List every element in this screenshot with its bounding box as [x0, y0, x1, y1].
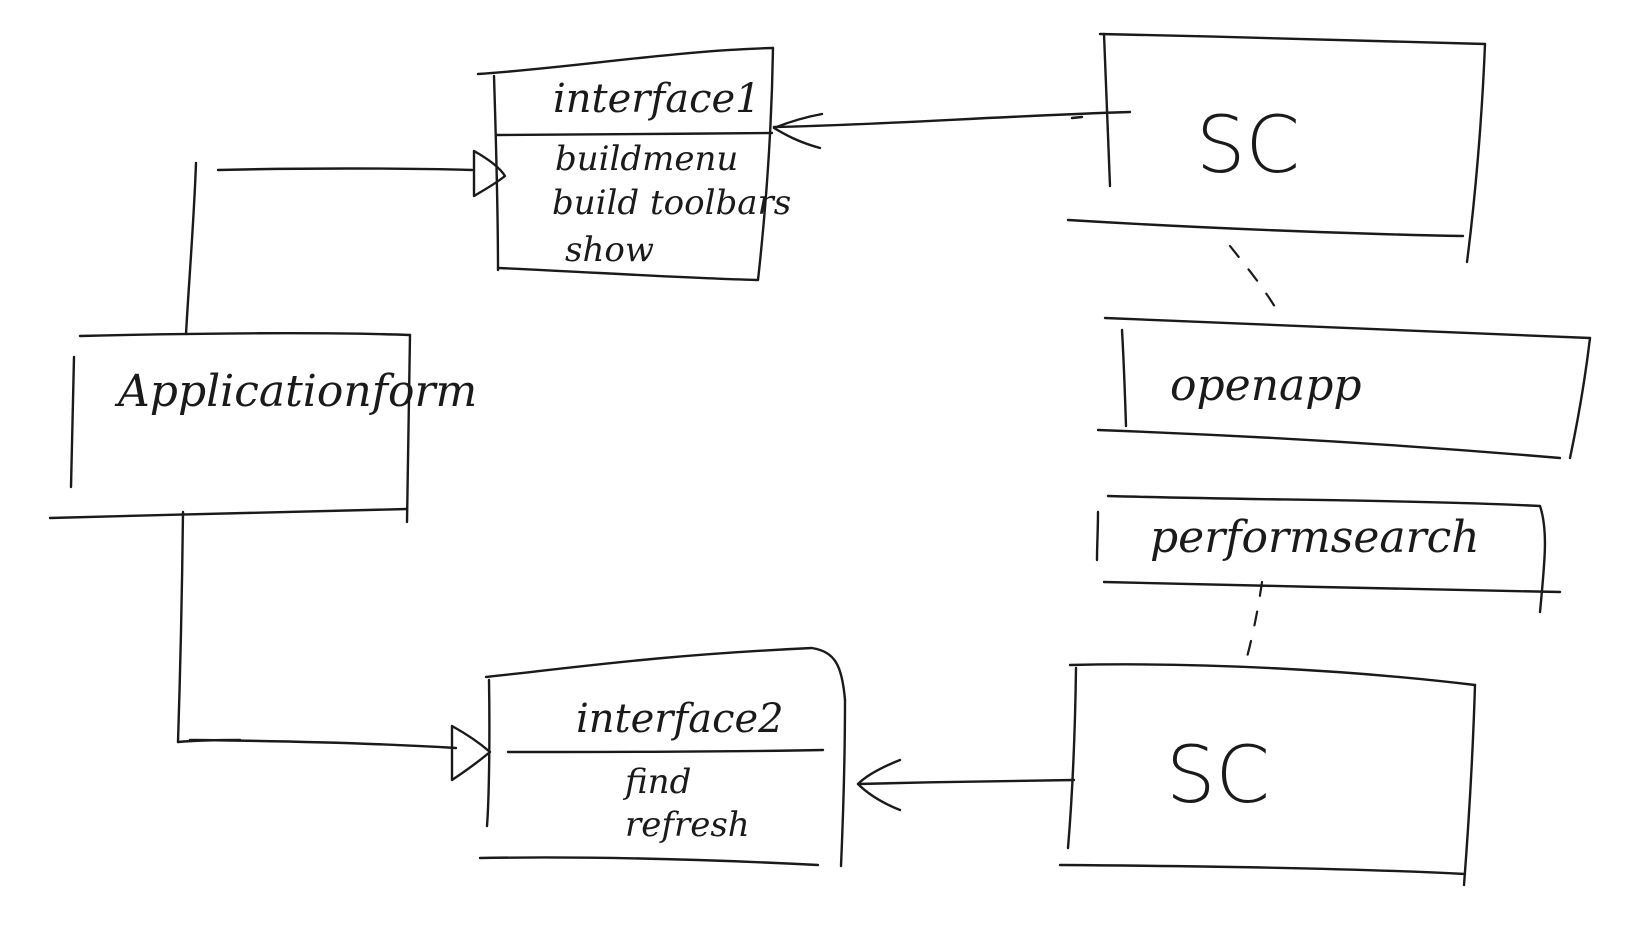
interface1-member-show: show — [565, 230, 654, 270]
sc-bottom-box[interactable]: SC — [1058, 663, 1477, 887]
sc-bottom-label: SC — [1166, 731, 1270, 821]
association-sc-bottom-interface2 — [856, 758, 1076, 812]
openapp-box[interactable]: openapp — [1096, 316, 1592, 460]
dependency-sc-top-openapp — [1228, 244, 1280, 314]
association-interface1-sc-top — [772, 110, 1132, 150]
applicationform-label: Applicationform — [114, 366, 477, 417]
interface1-member-buildtoolbars: build toolbars — [552, 183, 791, 223]
interface1-title: interface1 — [553, 76, 761, 122]
performsearch-label: performsearch — [1150, 512, 1480, 563]
sc-top-box[interactable]: SC — [1066, 32, 1487, 264]
interface1-member-buildmenu: buildmenu — [555, 139, 738, 179]
interface2-box[interactable]: interface2 find refresh — [478, 646, 847, 868]
openapp-label: openapp — [1170, 360, 1362, 411]
sc-top-label: SC — [1196, 101, 1300, 191]
interface2-member-find: find — [622, 762, 691, 802]
interface2-member-refresh: refresh — [625, 805, 750, 845]
applicationform-box[interactable]: Applicationform — [48, 331, 477, 524]
realization-arrow-to-interface1 — [184, 149, 507, 336]
dependency-performsearch-sc-bottom — [1242, 580, 1264, 670]
interface1-box[interactable]: interface1 buildmenu build toolbars show — [476, 46, 791, 282]
interface2-title: interface2 — [576, 696, 784, 742]
performsearch-box[interactable]: performsearch — [1095, 494, 1562, 614]
realization-arrow-to-interface2 — [176, 510, 492, 782]
